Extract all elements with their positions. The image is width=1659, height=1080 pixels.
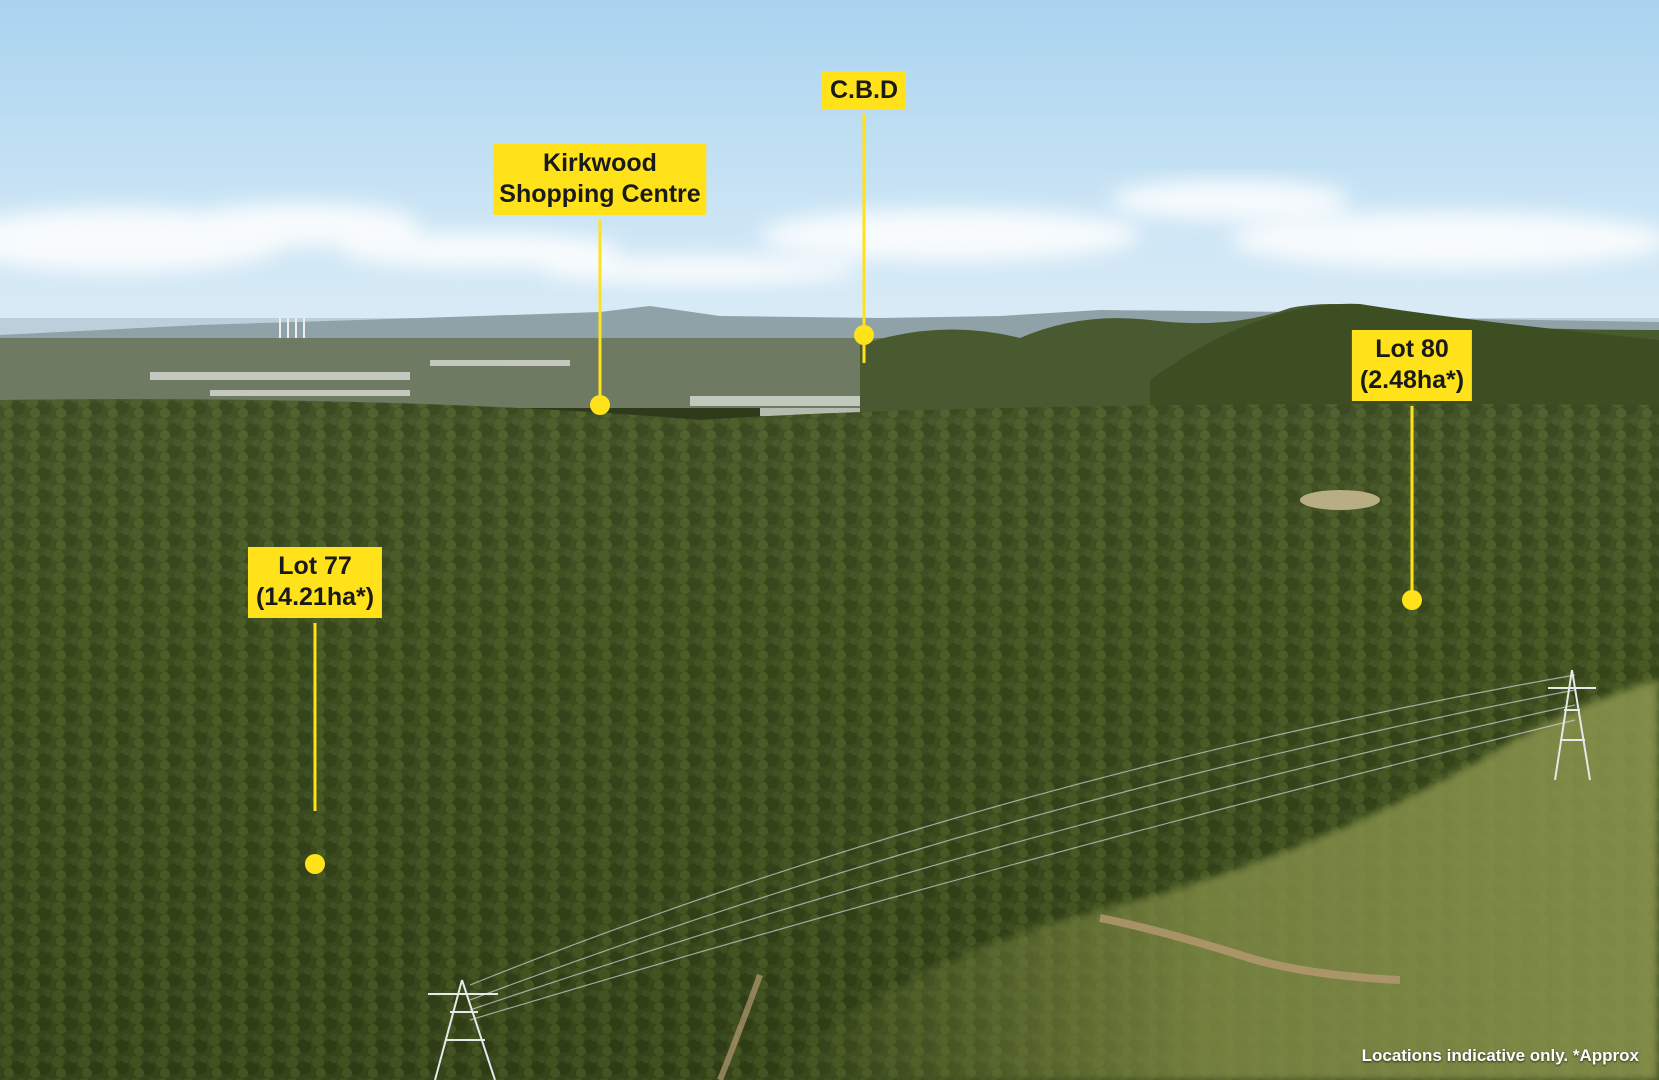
- pin-cbd-label: C.B.D: [821, 71, 907, 111]
- pin-kirkwood-line2: Shopping Centre: [499, 180, 701, 209]
- pin-cbd-line1: C.B.D: [829, 76, 899, 104]
- pin-kirkwood-label: Kirkwood Shopping Centre: [493, 144, 707, 215]
- disclaimer-text: Locations indicative only. *Approx: [1361, 1046, 1639, 1065]
- pin-cbd-stem: [862, 113, 866, 363]
- pin-lot77-line1: Lot 77: [278, 552, 352, 580]
- pin-lot77-line2: (14.21ha*): [255, 583, 375, 612]
- pin-lot80-label: Lot 80 (2.48ha*): [1351, 330, 1473, 401]
- pin-kirkwood-stem: [598, 220, 602, 400]
- pin-lot80-stem: [1410, 406, 1414, 600]
- pin-cbd-dot: [854, 325, 874, 345]
- pin-lot80-line2: (2.48ha*): [1359, 366, 1465, 395]
- pin-kirkwood-dot: [590, 395, 610, 415]
- pin-lot80-line1: Lot 80: [1375, 335, 1449, 363]
- pin-kirkwood-line1: Kirkwood: [543, 149, 657, 177]
- pin-lot77-label: Lot 77 (14.21ha*): [247, 547, 383, 618]
- pin-lot77-stem: [313, 623, 317, 811]
- pin-lot80-dot: [1402, 590, 1422, 610]
- pin-lot77-dot: [305, 854, 325, 874]
